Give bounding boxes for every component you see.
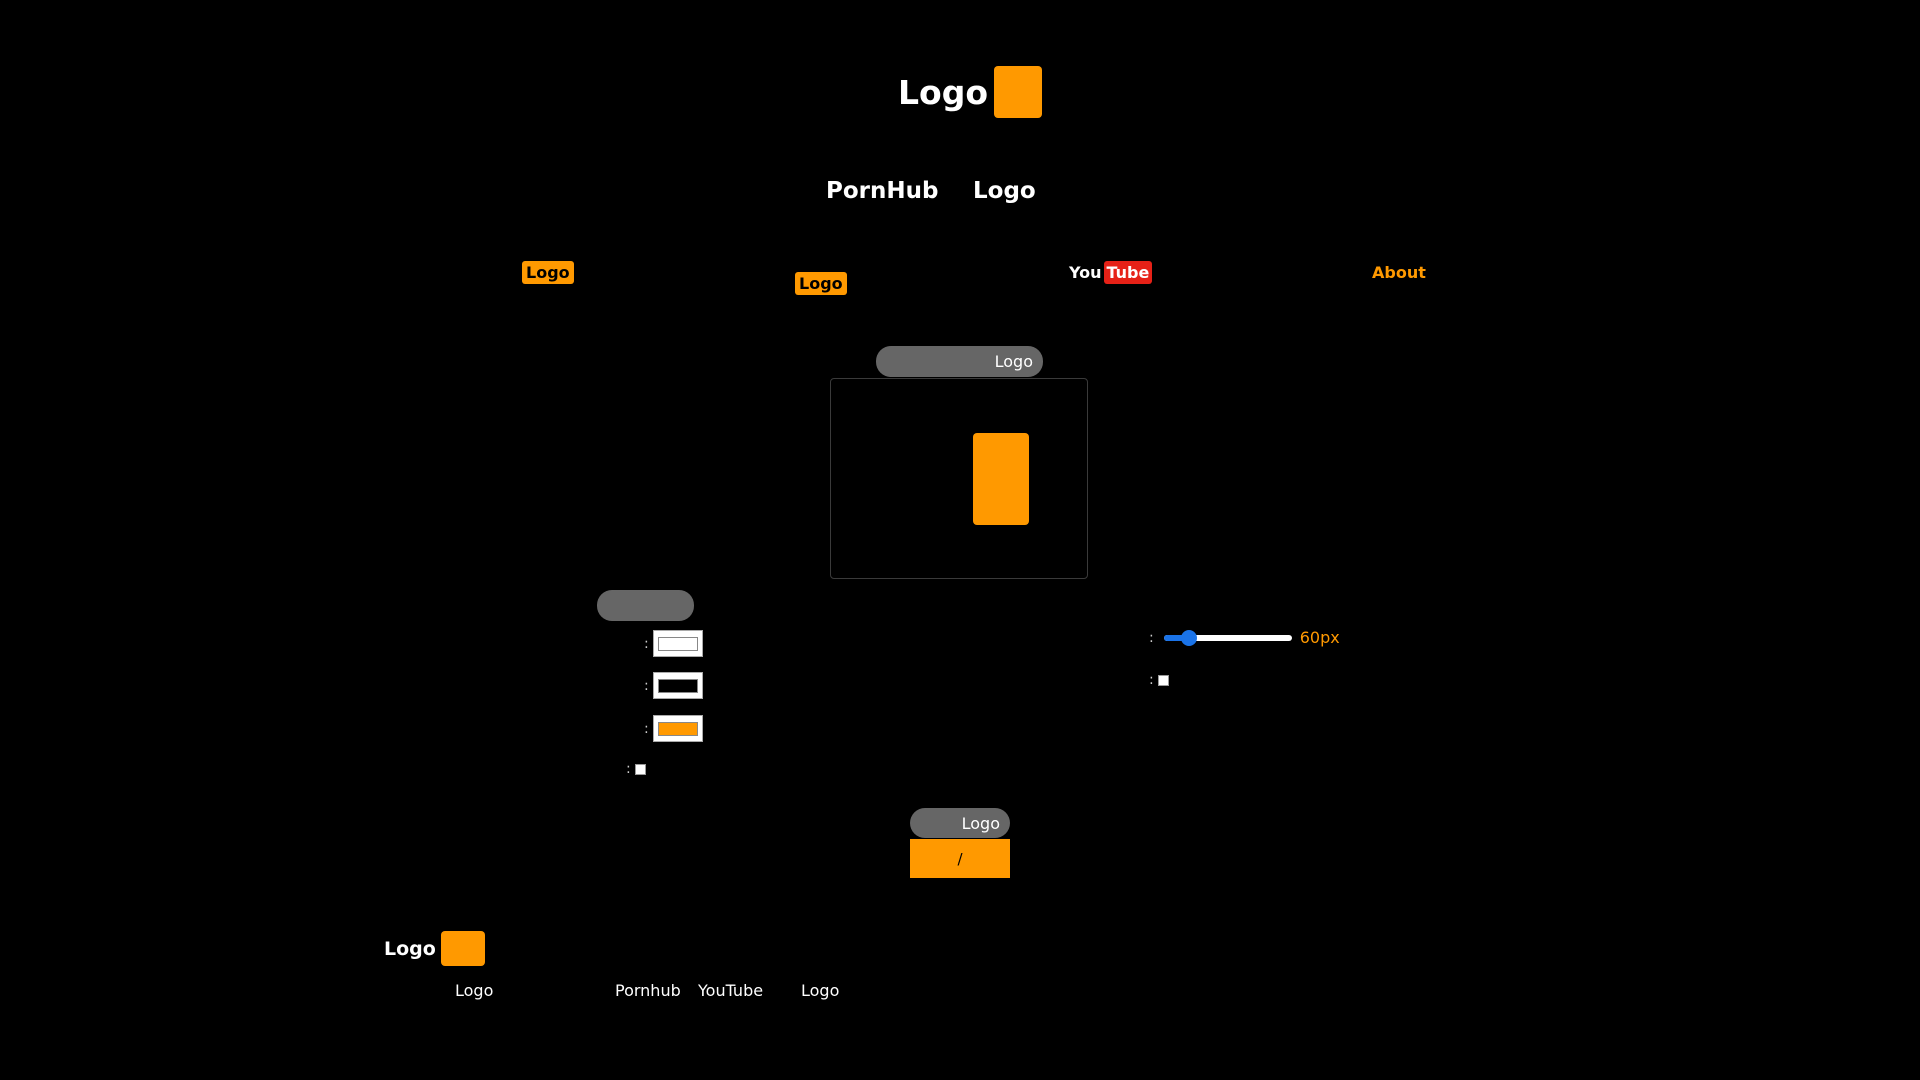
nav-title-logo[interactable]: Logo [973,178,1036,204]
footer-link-logo-2[interactable]: Logo [801,981,840,1000]
preview-canvas [830,378,1088,579]
size-slider-value: 60px [1299,628,1340,647]
header-logo-box [994,66,1042,118]
size-slider-thumb[interactable] [1181,629,1198,646]
size-slider-row: : 60px [1149,628,1340,647]
nav-title-pornhub[interactable]: PornHub [826,178,939,204]
right-checkbox-label: : [1149,672,1154,688]
preview-logo-shape [973,433,1029,525]
logo-variant-badge-2[interactable]: Logo [795,272,847,295]
bottom-pill[interactable]: Logo [910,808,1010,838]
swatch-2-label: : [644,677,649,694]
youtube-tube-text: Tube [1103,261,1153,284]
color-swatch-black[interactable] [652,672,703,699]
header-logo-text: Logo [898,72,988,112]
color-swatch-orange[interactable] [652,715,703,742]
bottom-pill-label: Logo [961,813,1000,833]
youtube-you-text: You [1069,263,1102,282]
right-checkbox-row: : [1149,672,1169,688]
logo-variant-badge-1[interactable]: Logo [522,261,574,284]
swatch-3-label: : [644,720,649,737]
footer-link-logo-1[interactable]: Logo [455,981,494,1000]
color-swatch-black-fill [657,678,698,693]
preview-pill[interactable]: Logo [876,346,1043,377]
logo-variant-youtube[interactable]: You Tube [1069,261,1153,284]
swatch-row-3: : [644,715,703,742]
left-checkbox-label: : [626,761,631,777]
slash-button[interactable]: / [910,839,1010,878]
left-checkbox[interactable] [634,763,646,775]
settings-pill[interactable] [597,590,694,621]
size-slider[interactable] [1163,629,1292,646]
size-slider-fill [1163,634,1190,641]
color-swatch-orange-fill [657,721,698,736]
footer-logo-text: Logo [384,937,436,960]
right-checkbox[interactable] [1157,674,1169,686]
footer-logo[interactable]: Logo [384,931,485,966]
about-link[interactable]: About [1372,263,1426,282]
header-logo[interactable]: Logo [898,66,1042,118]
swatch-row-2: : [644,672,703,699]
swatch-1-label: : [644,635,649,652]
footer-logo-box [440,931,485,966]
footer-link-pornhub[interactable]: Pornhub [615,981,681,1000]
slider-label: : [1149,629,1154,646]
color-swatch-white-fill [657,636,698,651]
preview-pill-label: Logo [994,352,1033,371]
footer-link-youtube[interactable]: YouTube [698,981,764,1000]
color-swatch-white[interactable] [652,630,703,657]
swatch-row-1: : [644,630,703,657]
left-checkbox-row: : [626,761,646,777]
